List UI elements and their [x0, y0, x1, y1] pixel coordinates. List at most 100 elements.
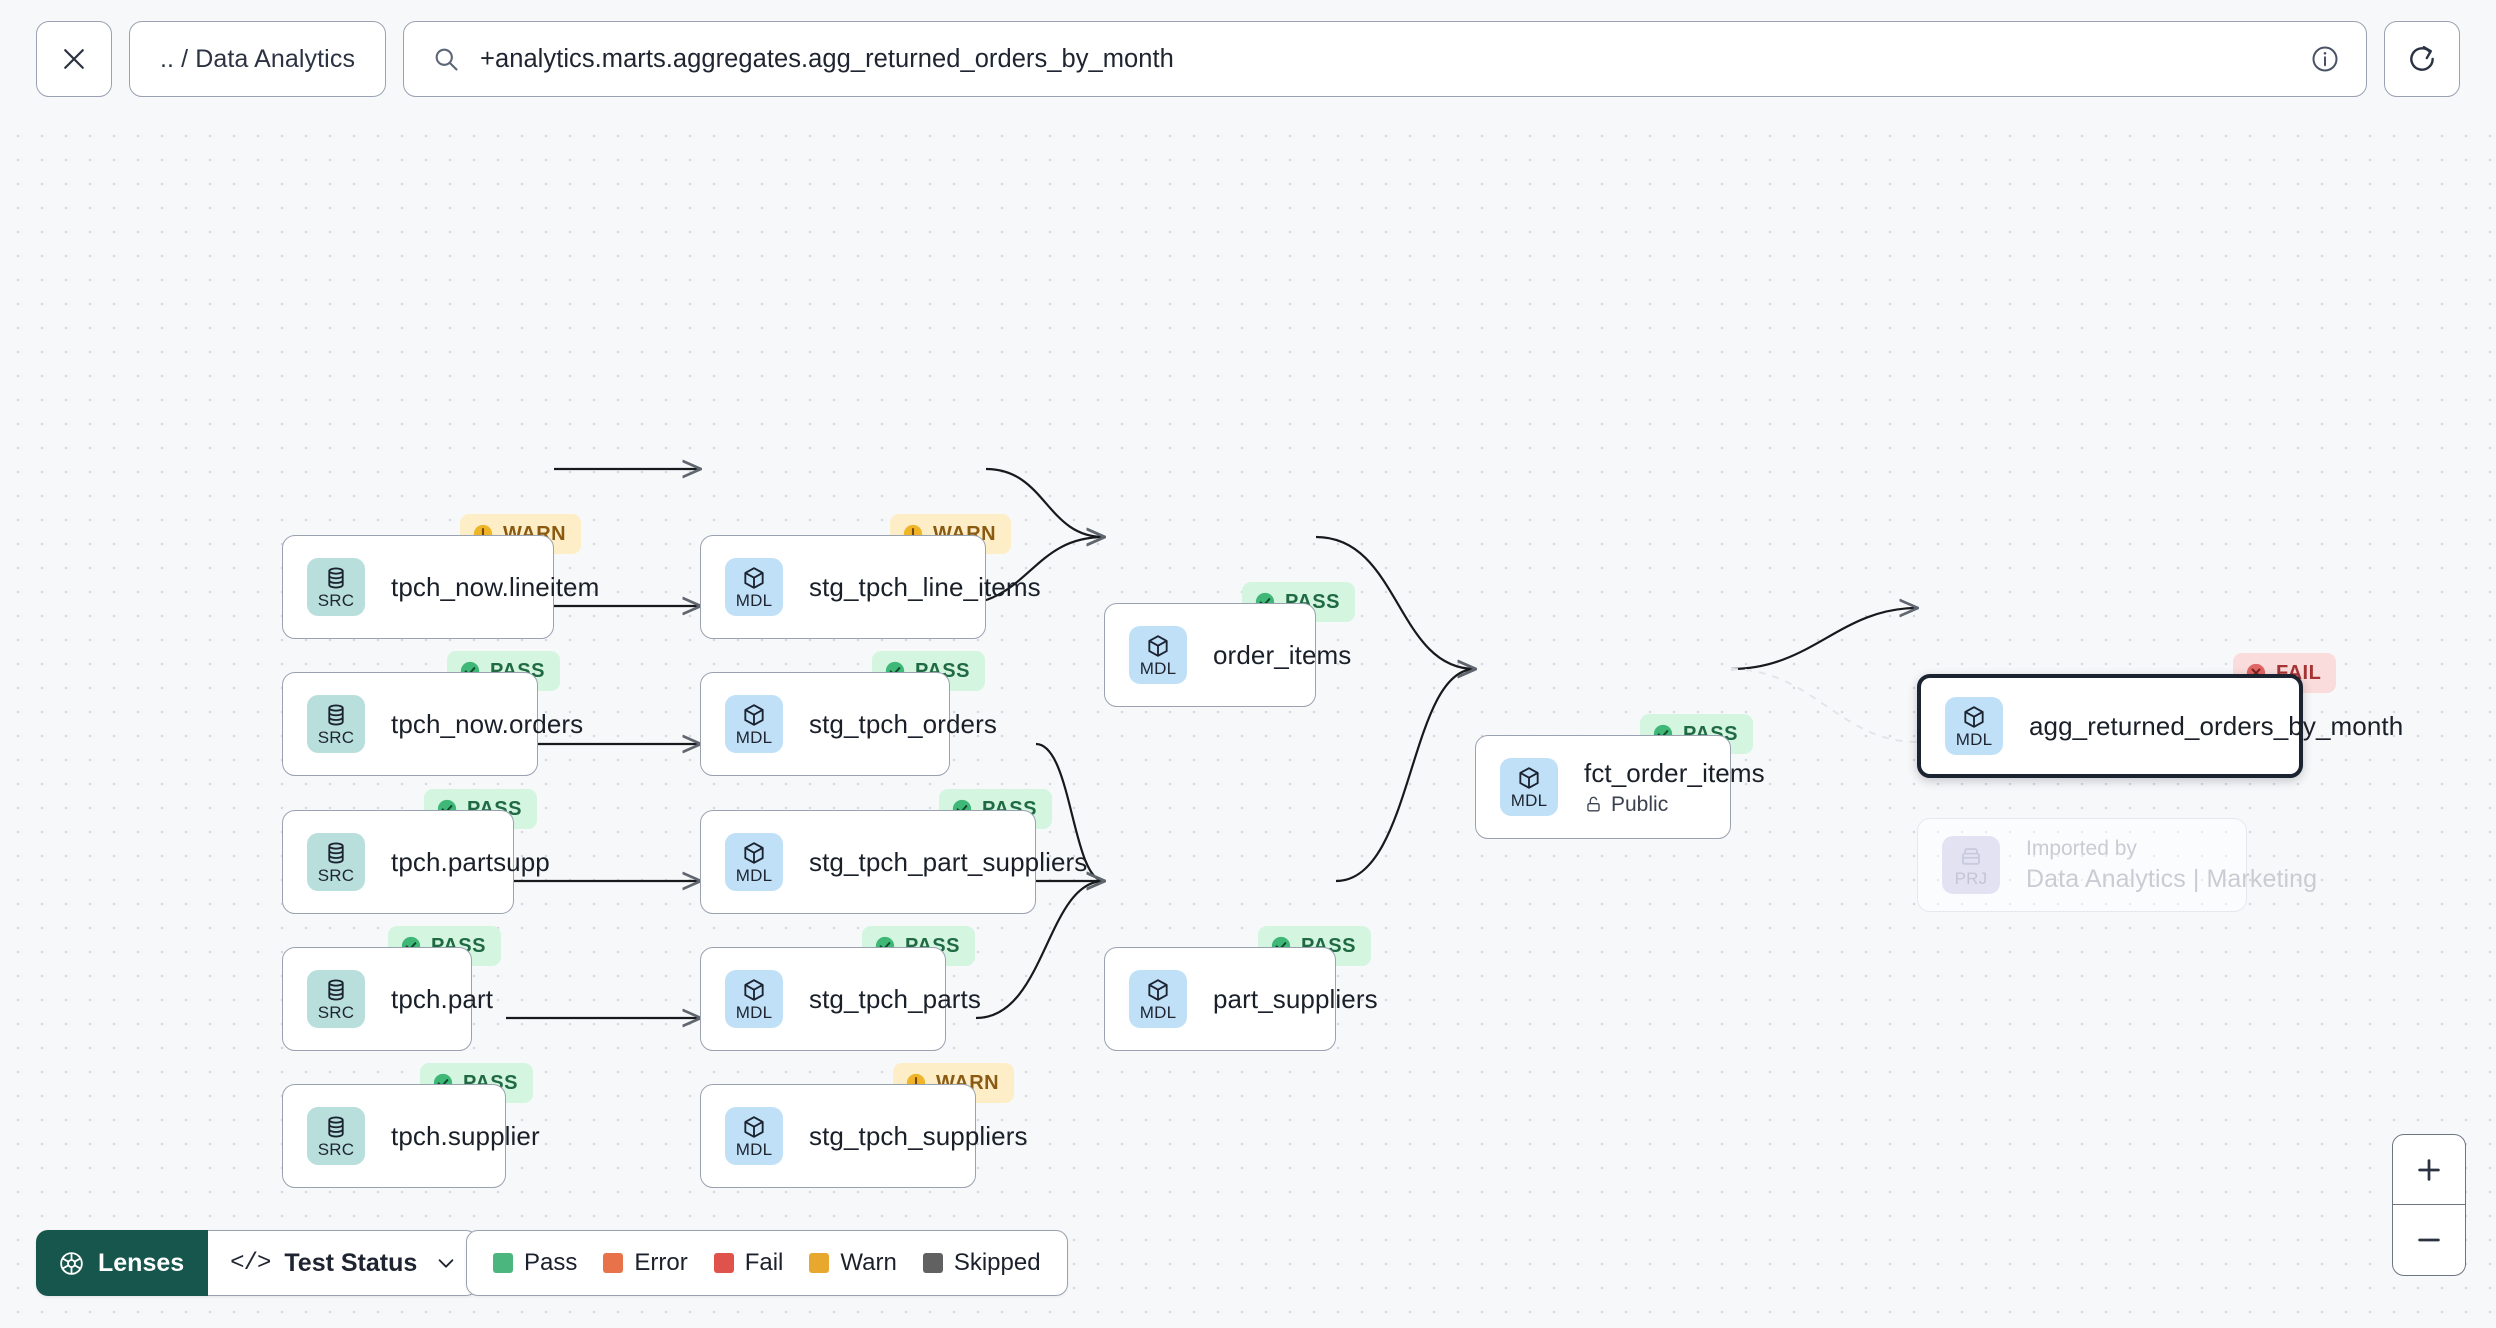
graph-node-imported_by_project: PRJ Imported by Data Analytics | Marketing [1917, 818, 2318, 912]
database-icon [328, 979, 344, 1001]
node-title: part_suppliers [1213, 983, 1378, 1014]
legend-item-error[interactable]: Error [603, 1249, 688, 1277]
top-toolbar: .. / Data Analytics +analytics.marts.agg… [0, 0, 2496, 118]
node-title: fct_order_items [1584, 757, 1765, 788]
node-title: order_items [1213, 639, 1352, 670]
graph-node-part_suppliers[interactable]: MDL part_suppliers [1104, 947, 1378, 1051]
graph-node-agg_returned_orders_by_month[interactable]: MDL agg_returned_orders_by_month [1917, 674, 2404, 778]
node-type-chip-mdl: MDL [725, 695, 783, 753]
cube-icon [1148, 979, 1168, 1001]
test-status-dropdown[interactable]: </> Test Status [208, 1230, 479, 1296]
node-title: stg_tpch_suppliers [809, 1120, 1028, 1151]
node-type-label: MDL [735, 591, 773, 610]
node-type-chip-src: SRC [307, 833, 365, 891]
node-body: tpch_now.lineitem [391, 571, 600, 603]
zoom-in-button[interactable] [2393, 1135, 2465, 1205]
node-title: agg_returned_orders_by_month [2029, 710, 2404, 741]
node-body: stg_tpch_parts [809, 984, 981, 1015]
database-icon [328, 704, 344, 726]
code-icon: </> [230, 1249, 271, 1277]
legend-item-skipped[interactable]: Skipped [922, 1249, 1041, 1277]
imported-by-project-name: Data Analytics | Marketing [2026, 864, 2318, 893]
node-type-label: MDL [1955, 730, 1993, 749]
node-body: stg_tpch_orders [809, 708, 997, 740]
graph-node-tpch_partsupp[interactable]: SRC tpch.partsupp [282, 810, 550, 914]
breadcrumb[interactable]: .. / Data Analytics [129, 21, 387, 97]
info-icon[interactable] [2310, 44, 2340, 74]
legend-swatch-warn [809, 1253, 830, 1273]
cube-icon [744, 704, 764, 726]
zoom-out-button[interactable] [2393, 1205, 2465, 1275]
node-type-chip-prj: PRJ [1942, 836, 2000, 894]
node-type-chip-mdl: MDL [725, 833, 783, 891]
lenses-label: Lenses [98, 1248, 185, 1277]
node-body: part_suppliers [1213, 983, 1378, 1015]
minus-icon [2418, 1238, 2440, 1242]
node-body: order_items [1213, 639, 1352, 671]
cube-icon [744, 567, 764, 589]
node-body: agg_returned_orders_by_month [2029, 710, 2404, 742]
node-body: stg_tpch_suppliers [809, 1120, 1028, 1152]
zoom-controls [2392, 1134, 2466, 1276]
chevron-down-icon [438, 1259, 454, 1268]
lenses-button[interactable]: Lenses [36, 1230, 209, 1296]
legend-label: Skipped [953, 1249, 1041, 1276]
legend-swatch-skipped [922, 1253, 943, 1273]
cube-icon [1964, 706, 1984, 728]
node-type-label: MDL [1510, 791, 1548, 810]
graph-node-tpch_now_lineitem[interactable]: SRC tpch_now.lineitem [282, 535, 600, 639]
search-input[interactable]: +analytics.marts.aggregates.agg_returned… [480, 44, 1174, 73]
node-body: Imported by Data Analytics | Marketing [2026, 836, 2318, 894]
database-icon [328, 567, 344, 589]
node-type-chip-mdl: MDL [1129, 970, 1187, 1028]
graph-node-order_items[interactable]: MDL order_items [1104, 603, 1352, 707]
node-type-chip-src: SRC [307, 558, 365, 616]
node-visibility-label: Public [1611, 792, 1669, 816]
legend-item-pass[interactable]: Pass [493, 1249, 577, 1277]
node-title: stg_tpch_part_suppliers [809, 846, 1088, 877]
graph-node-stg_tpch_orders[interactable]: MDL stg_tpch_orders [700, 672, 997, 776]
node-type-label: MDL [1139, 659, 1177, 678]
node-type-label: SRC [317, 866, 355, 885]
cube-icon [1519, 767, 1539, 789]
graph-node-stg_tpch_line_items[interactable]: MDL stg_tpch_line_items [700, 535, 1041, 639]
node-title: stg_tpch_orders [809, 708, 997, 739]
refresh-button[interactable] [2384, 21, 2460, 97]
legend-swatch-fail [713, 1253, 734, 1273]
graph-node-stg_tpch_part_suppliers[interactable]: MDL stg_tpch_part_suppliers [700, 810, 1088, 914]
node-title: tpch.supplier [391, 1120, 540, 1151]
node-type-label: MDL [735, 1003, 773, 1022]
node-title: stg_tpch_line_items [809, 571, 1041, 602]
node-type-chip-src: SRC [307, 1107, 365, 1165]
node-type-label: SRC [317, 591, 355, 610]
database-icon [328, 1116, 344, 1138]
project-icon [1962, 848, 1980, 865]
legend-label: Pass [524, 1249, 578, 1276]
node-type-chip-mdl: MDL [1500, 758, 1558, 816]
node-body: tpch.partsupp [391, 847, 550, 878]
status-legend: Pass Error Fail Warn Skipped [466, 1230, 1068, 1296]
close-button[interactable] [36, 21, 112, 97]
cube-icon [744, 842, 764, 864]
cube-icon [744, 1116, 764, 1138]
imported-by-label: Imported by [2026, 836, 2137, 860]
cube-icon [744, 979, 764, 1001]
legend-item-fail[interactable]: Fail [713, 1249, 783, 1277]
node-type-label: MDL [735, 728, 773, 747]
graph-node-stg_tpch_parts[interactable]: MDL stg_tpch_parts [700, 947, 981, 1051]
search-bar[interactable]: +analytics.marts.aggregates.agg_returned… [403, 21, 2367, 97]
node-type-chip-src: SRC [307, 695, 365, 753]
legend-item-warn[interactable]: Warn [809, 1249, 897, 1277]
node-title: tpch_now.lineitem [391, 571, 600, 602]
close-icon [64, 49, 84, 69]
node-body: tpch.supplier [391, 1120, 540, 1152]
node-type-chip-src: SRC [307, 970, 365, 1028]
search-icon [435, 48, 458, 71]
graph-node-tpch_supplier[interactable]: SRC tpch.supplier [282, 1084, 540, 1188]
node-visibility: Public [1584, 793, 1730, 817]
